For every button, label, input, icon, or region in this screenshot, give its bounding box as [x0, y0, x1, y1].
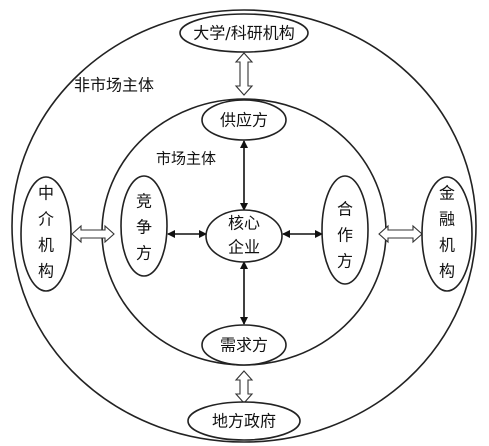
finance-link-arrow	[378, 224, 423, 244]
intermediary-link-arrow	[71, 224, 115, 244]
finance-node: 金 融 机 构	[421, 176, 473, 292]
finance-char-3: 机	[439, 236, 455, 255]
partner-node: 合 作 方	[321, 175, 369, 285]
competitor-char-2: 争	[136, 218, 152, 237]
intermediary-char-3: 机	[38, 236, 54, 255]
competitor-char-1: 竞	[136, 192, 152, 211]
core-enterprise-node: 核心 企业	[205, 209, 283, 263]
intermediary-char-2: 介	[38, 210, 54, 229]
government-node: 地方政府	[187, 401, 301, 441]
finance-char-2: 融	[439, 210, 455, 229]
outer-region-label: 非市场主体	[74, 76, 154, 95]
demander-label: 需求方	[220, 336, 268, 355]
government-label: 地方政府	[212, 412, 276, 431]
partner-char-3: 方	[337, 252, 353, 271]
government-link-arrow	[234, 370, 254, 404]
outer-region-ring	[11, 9, 477, 443]
finance-char-1: 金	[439, 184, 455, 203]
core-label-line1: 核心	[228, 214, 260, 233]
supplier-label: 供应方	[220, 111, 268, 130]
competitor-char-3: 方	[136, 244, 152, 263]
intermediary-node: 中 介 机 构	[20, 176, 72, 292]
university-node: 大学/科研机构	[179, 13, 309, 53]
intermediary-char-4: 构	[38, 262, 54, 281]
core-label-line2: 企业	[228, 238, 260, 257]
university-link-arrow	[234, 52, 254, 96]
partner-char-1: 合	[337, 200, 353, 219]
finance-char-4: 构	[439, 262, 455, 281]
partner-char-2: 作	[337, 226, 353, 245]
supplier-node: 供应方	[201, 99, 287, 141]
competitor-node: 竞 争 方	[120, 175, 168, 277]
demander-node: 需求方	[201, 324, 287, 366]
university-label: 大学/科研机构	[193, 24, 294, 43]
inner-region-label: 市场主体	[156, 150, 216, 168]
intermediary-char-1: 中	[38, 184, 54, 203]
